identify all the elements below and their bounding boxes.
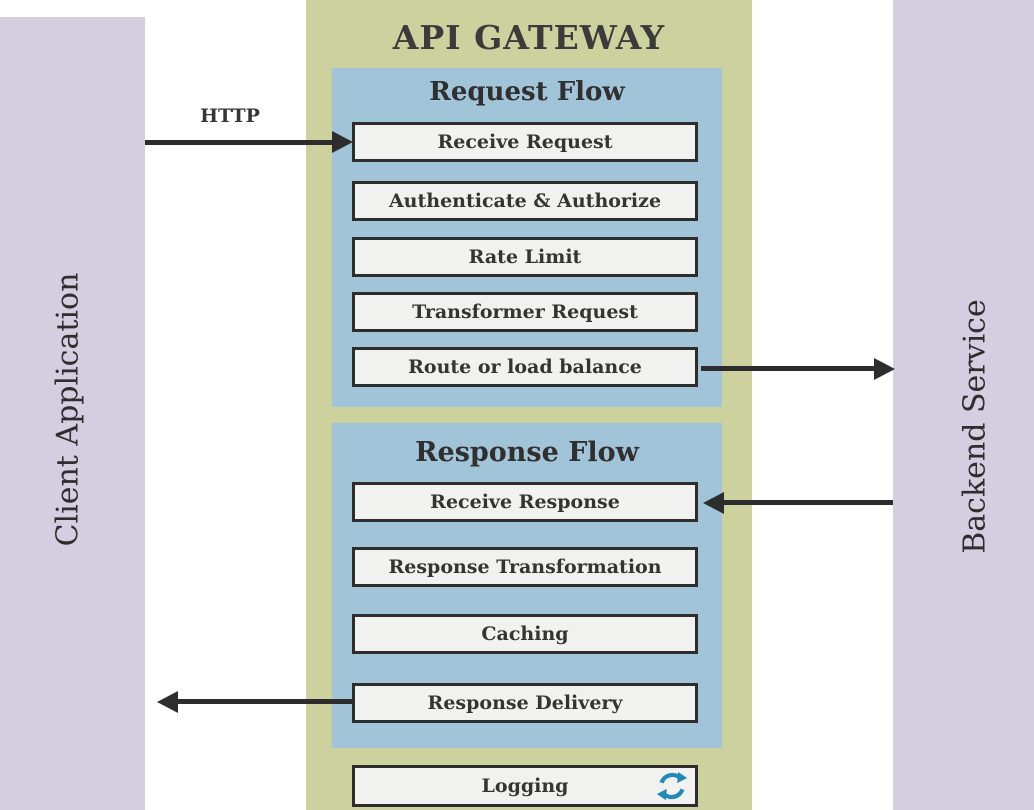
arrow-gateway-to-backend <box>701 366 875 371</box>
refresh-icon <box>656 771 688 801</box>
step-receive-response: Receive Response <box>352 482 698 522</box>
arrowhead-gateway-to-client <box>157 691 178 713</box>
backend-service-label: Backend Service <box>957 299 993 554</box>
request-flow-title: Request Flow <box>429 77 625 107</box>
client-application-label: Client Application <box>50 272 86 547</box>
arrowhead-backend-to-gateway <box>703 492 724 514</box>
step-authenticate-authorize: Authenticate & Authorize <box>352 181 698 221</box>
logging-label: Logging <box>481 775 569 797</box>
page-title: API GATEWAY <box>392 18 666 57</box>
step-caching: Caching <box>352 614 698 654</box>
step-logging: Logging <box>352 765 698 807</box>
step-response-delivery: Response Delivery <box>352 683 698 723</box>
backend-service-panel <box>893 0 1034 810</box>
arrowhead-client-to-gateway <box>332 131 353 153</box>
request-flow-panel: Request Flow Receive Request Authenticat… <box>332 68 722 407</box>
http-label: HTTP <box>200 105 260 127</box>
arrowhead-gateway-to-backend <box>874 358 895 380</box>
arrow-client-to-gateway <box>145 140 332 145</box>
step-response-transformation: Response Transformation <box>352 547 698 587</box>
client-application-panel <box>0 17 145 810</box>
arrow-gateway-to-client <box>177 699 352 704</box>
step-receive-request: Receive Request <box>352 122 698 162</box>
response-flow-title: Response Flow <box>415 437 639 468</box>
arrow-backend-to-gateway <box>723 500 893 505</box>
step-route-load-balance: Route or load balance <box>352 347 698 387</box>
step-transformer-request: Transformer Request <box>352 292 698 332</box>
response-flow-panel: Response Flow Receive Response Response … <box>332 423 722 748</box>
step-rate-limit: Rate Limit <box>352 237 698 277</box>
